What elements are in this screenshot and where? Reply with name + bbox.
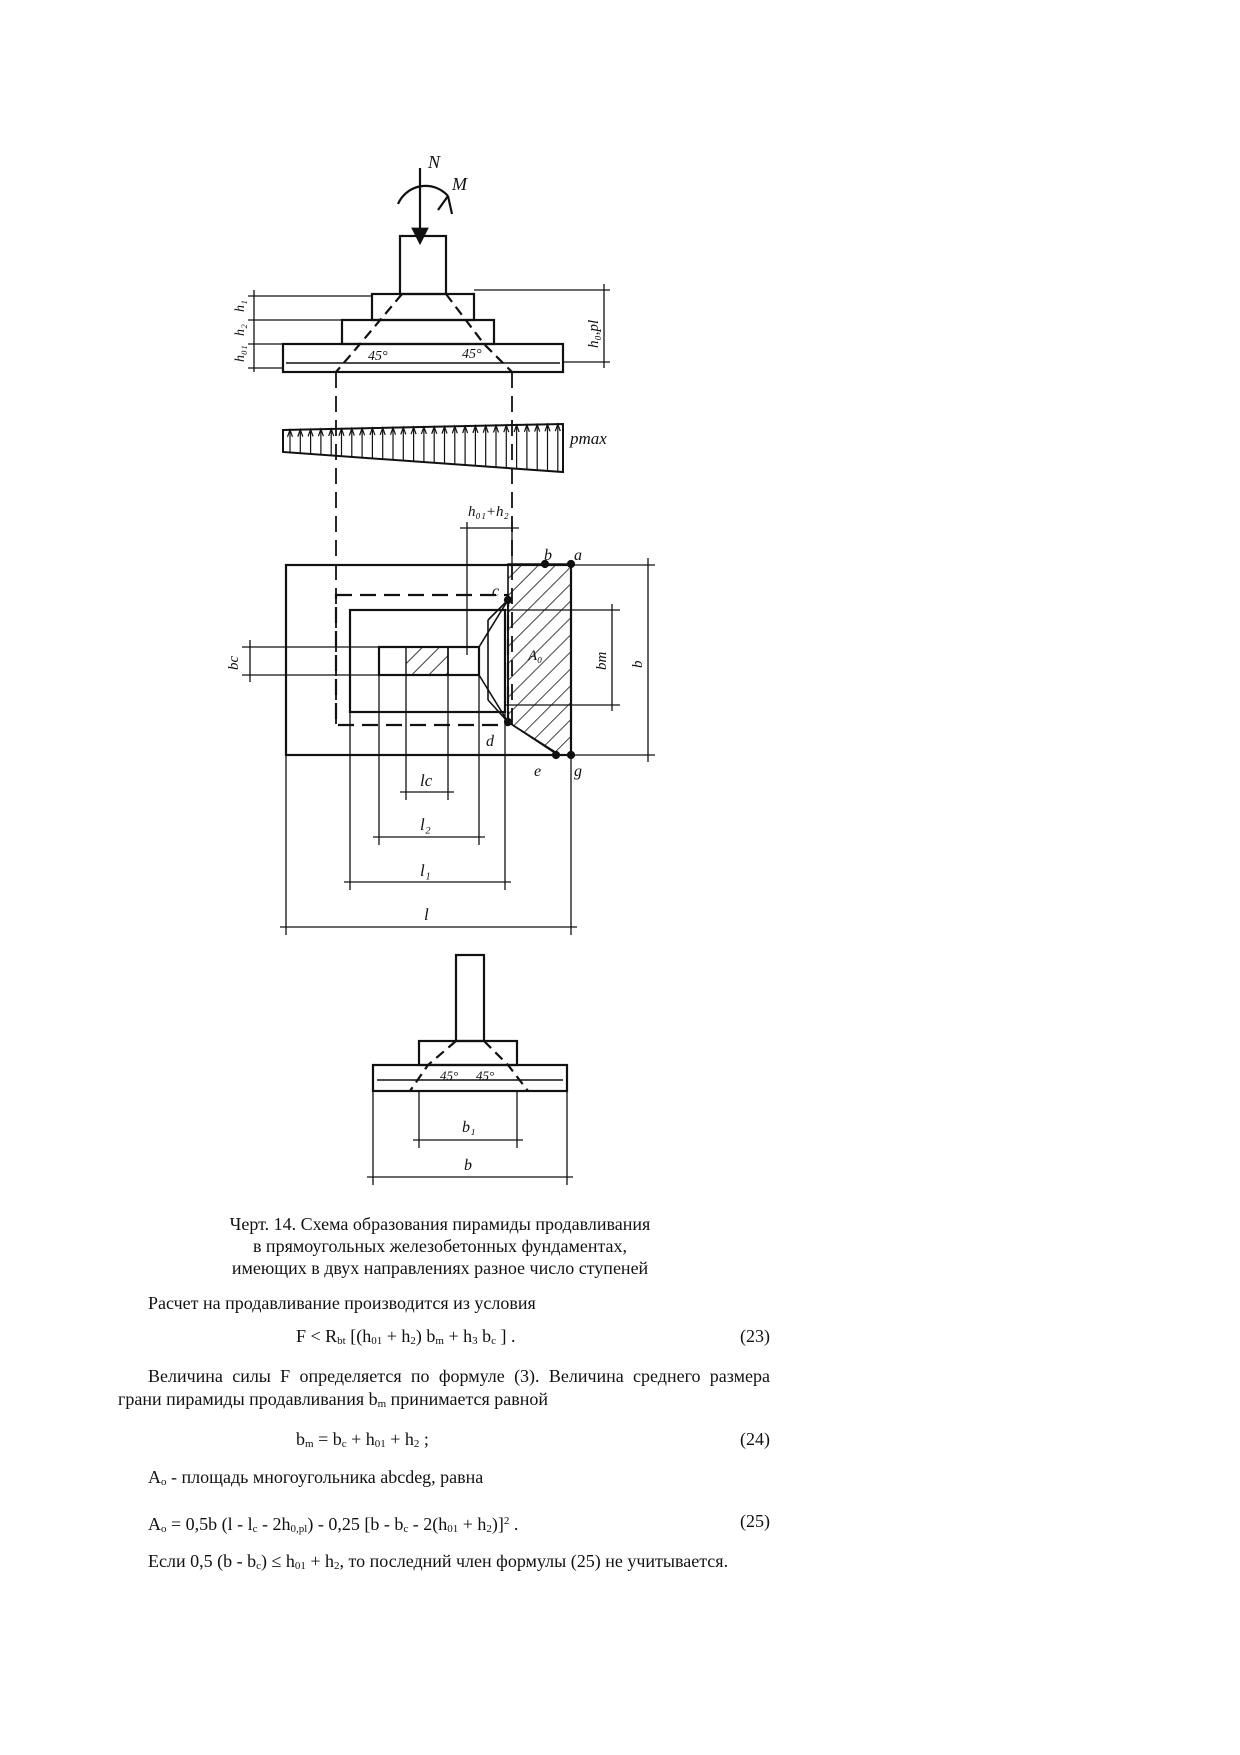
pressure-arrow-tip [441, 424, 448, 434]
label-point-g: g [574, 763, 582, 780]
pressure-arrow-tip [451, 424, 458, 434]
pressure-arrow-tip [523, 422, 530, 432]
pressure-arrow-tip [297, 427, 304, 437]
label-l: l [424, 905, 429, 924]
pressure-arrow-tip [554, 422, 561, 432]
middle-step [340, 318, 496, 346]
pressure-diagram [282, 422, 564, 474]
pressure-arrow-tip [348, 426, 355, 436]
punching-pyramid-outline [334, 593, 510, 727]
equation-number-25: (25) [740, 1511, 770, 1531]
plan-view [242, 522, 655, 935]
pressure-arrow-tip [307, 427, 314, 437]
pressure-arrow-tip [420, 425, 427, 435]
label-point-c: c [492, 583, 499, 600]
pressure-arrow-tip [379, 426, 386, 436]
label-h01-h2: h₀₁+h₂ [468, 504, 509, 520]
pressure-arrow-tip [369, 426, 376, 436]
label-angle-side-right: 45° [476, 1068, 494, 1083]
caption-line-1: Черт. 14. Схема образования пирамиды про… [229, 1214, 651, 1234]
label-b-dim: b [630, 660, 646, 668]
label-angle-right: 45° [462, 347, 482, 362]
label-bm: bm [594, 652, 610, 671]
pressure-arrow-tip [400, 425, 407, 435]
paragraph-2: Величина силы F определяется по формуле … [118, 1366, 770, 1410]
pyramid-line-left [335, 293, 403, 373]
label-point-e: e [534, 763, 541, 780]
label-point-b: b [544, 547, 552, 564]
label-angle-side-left: 45° [440, 1068, 458, 1083]
label-angle-left: 45° [368, 349, 388, 364]
formula-25: Ao = 0,5b (l - lc - 2h0,pl) - 0,25 [b - … [148, 1511, 770, 1535]
step-side [417, 1039, 519, 1067]
column-side [454, 953, 486, 1043]
paragraph-1: Расчет на продавливание производится из … [148, 1293, 536, 1313]
pressure-arrow-tip [389, 425, 397, 435]
label-lc: lc [420, 771, 433, 790]
label-l2: l₂ [420, 815, 431, 834]
slab [281, 342, 565, 374]
paragraph-3: Ao - площадь многоугольника abcdeg, равн… [148, 1467, 484, 1488]
formula-24: bm = bc + h01 + h2 ; (24) [296, 1429, 770, 1450]
pressure-arrow-tip [492, 423, 500, 433]
pressure-trapezoid [282, 422, 564, 474]
body-text: Расчет на продавливание производится из … [118, 1292, 770, 1578]
formula-23: F < Rbt [(h01 + h2) bm + h3 bc ] . (23) [296, 1326, 770, 1347]
label-h2: h₂ [233, 324, 248, 336]
caption-line-2: в прямоугольных железобетонных фундамент… [252, 1236, 628, 1256]
pressure-arrow-tip [317, 427, 324, 437]
pressure-arrow-tip [472, 424, 479, 434]
label-a0: A₀ [527, 648, 542, 664]
pressure-arrow-tip [359, 426, 366, 436]
pyramid-line-right [445, 293, 513, 373]
pressure-arrow-tip [338, 426, 345, 436]
label-bc: bc [226, 656, 242, 671]
pressure-arrow-tip [431, 424, 438, 434]
pressure-arrow-tip [482, 423, 489, 433]
pressure-arrow-tip [410, 425, 417, 435]
label-b1: b₁ [462, 1119, 476, 1136]
label-h1: h₁ [233, 300, 248, 312]
column [398, 234, 448, 296]
pressure-arrow-tip [328, 427, 335, 437]
label-point-a: a [574, 547, 582, 564]
figure-caption: Черт. 14. Схема образования пирамиды про… [170, 1213, 710, 1279]
label-h0pl: h₀,pl [586, 320, 602, 348]
foundation-diagram: N M h₁ h₂ h₀₁ h₀,pl 45° 45° pmax h₀₁+h₂ … [226, 152, 655, 1185]
label-pmax: pmax [569, 429, 607, 448]
label-l1: l₁ [420, 861, 431, 880]
pressure-arrow-tip [534, 422, 541, 432]
upper-step [370, 292, 476, 322]
paragraph-4: Если 0,5 (b - bc) ≤ h01 + h2, то последн… [148, 1551, 729, 1572]
caption-line-3: имеющих в двух направлениях разное число… [231, 1258, 649, 1278]
pressure-arrow-tip [503, 423, 510, 433]
label-n: N [427, 152, 441, 172]
moment-arc-icon [396, 184, 449, 205]
side-section-view [367, 953, 573, 1185]
middle-step-plan [348, 608, 507, 714]
equation-number-23: (23) [740, 1326, 770, 1346]
label-point-d: d [486, 733, 495, 750]
label-h01: h₀₁ [233, 345, 248, 362]
pressure-arrow-tip [544, 422, 551, 432]
slab-side [371, 1063, 569, 1093]
pressure-arrow-tip [462, 424, 469, 434]
equation-number-24: (24) [740, 1429, 770, 1449]
pressure-arrow-tip [513, 423, 520, 433]
label-b-side: b [464, 1157, 472, 1174]
pressure-arrow-tip [286, 428, 294, 438]
label-m: M [451, 174, 468, 194]
diagram-labels: N M h₁ h₂ h₀₁ h₀,pl 45° 45° pmax h₀₁+h₂ … [226, 152, 646, 1174]
